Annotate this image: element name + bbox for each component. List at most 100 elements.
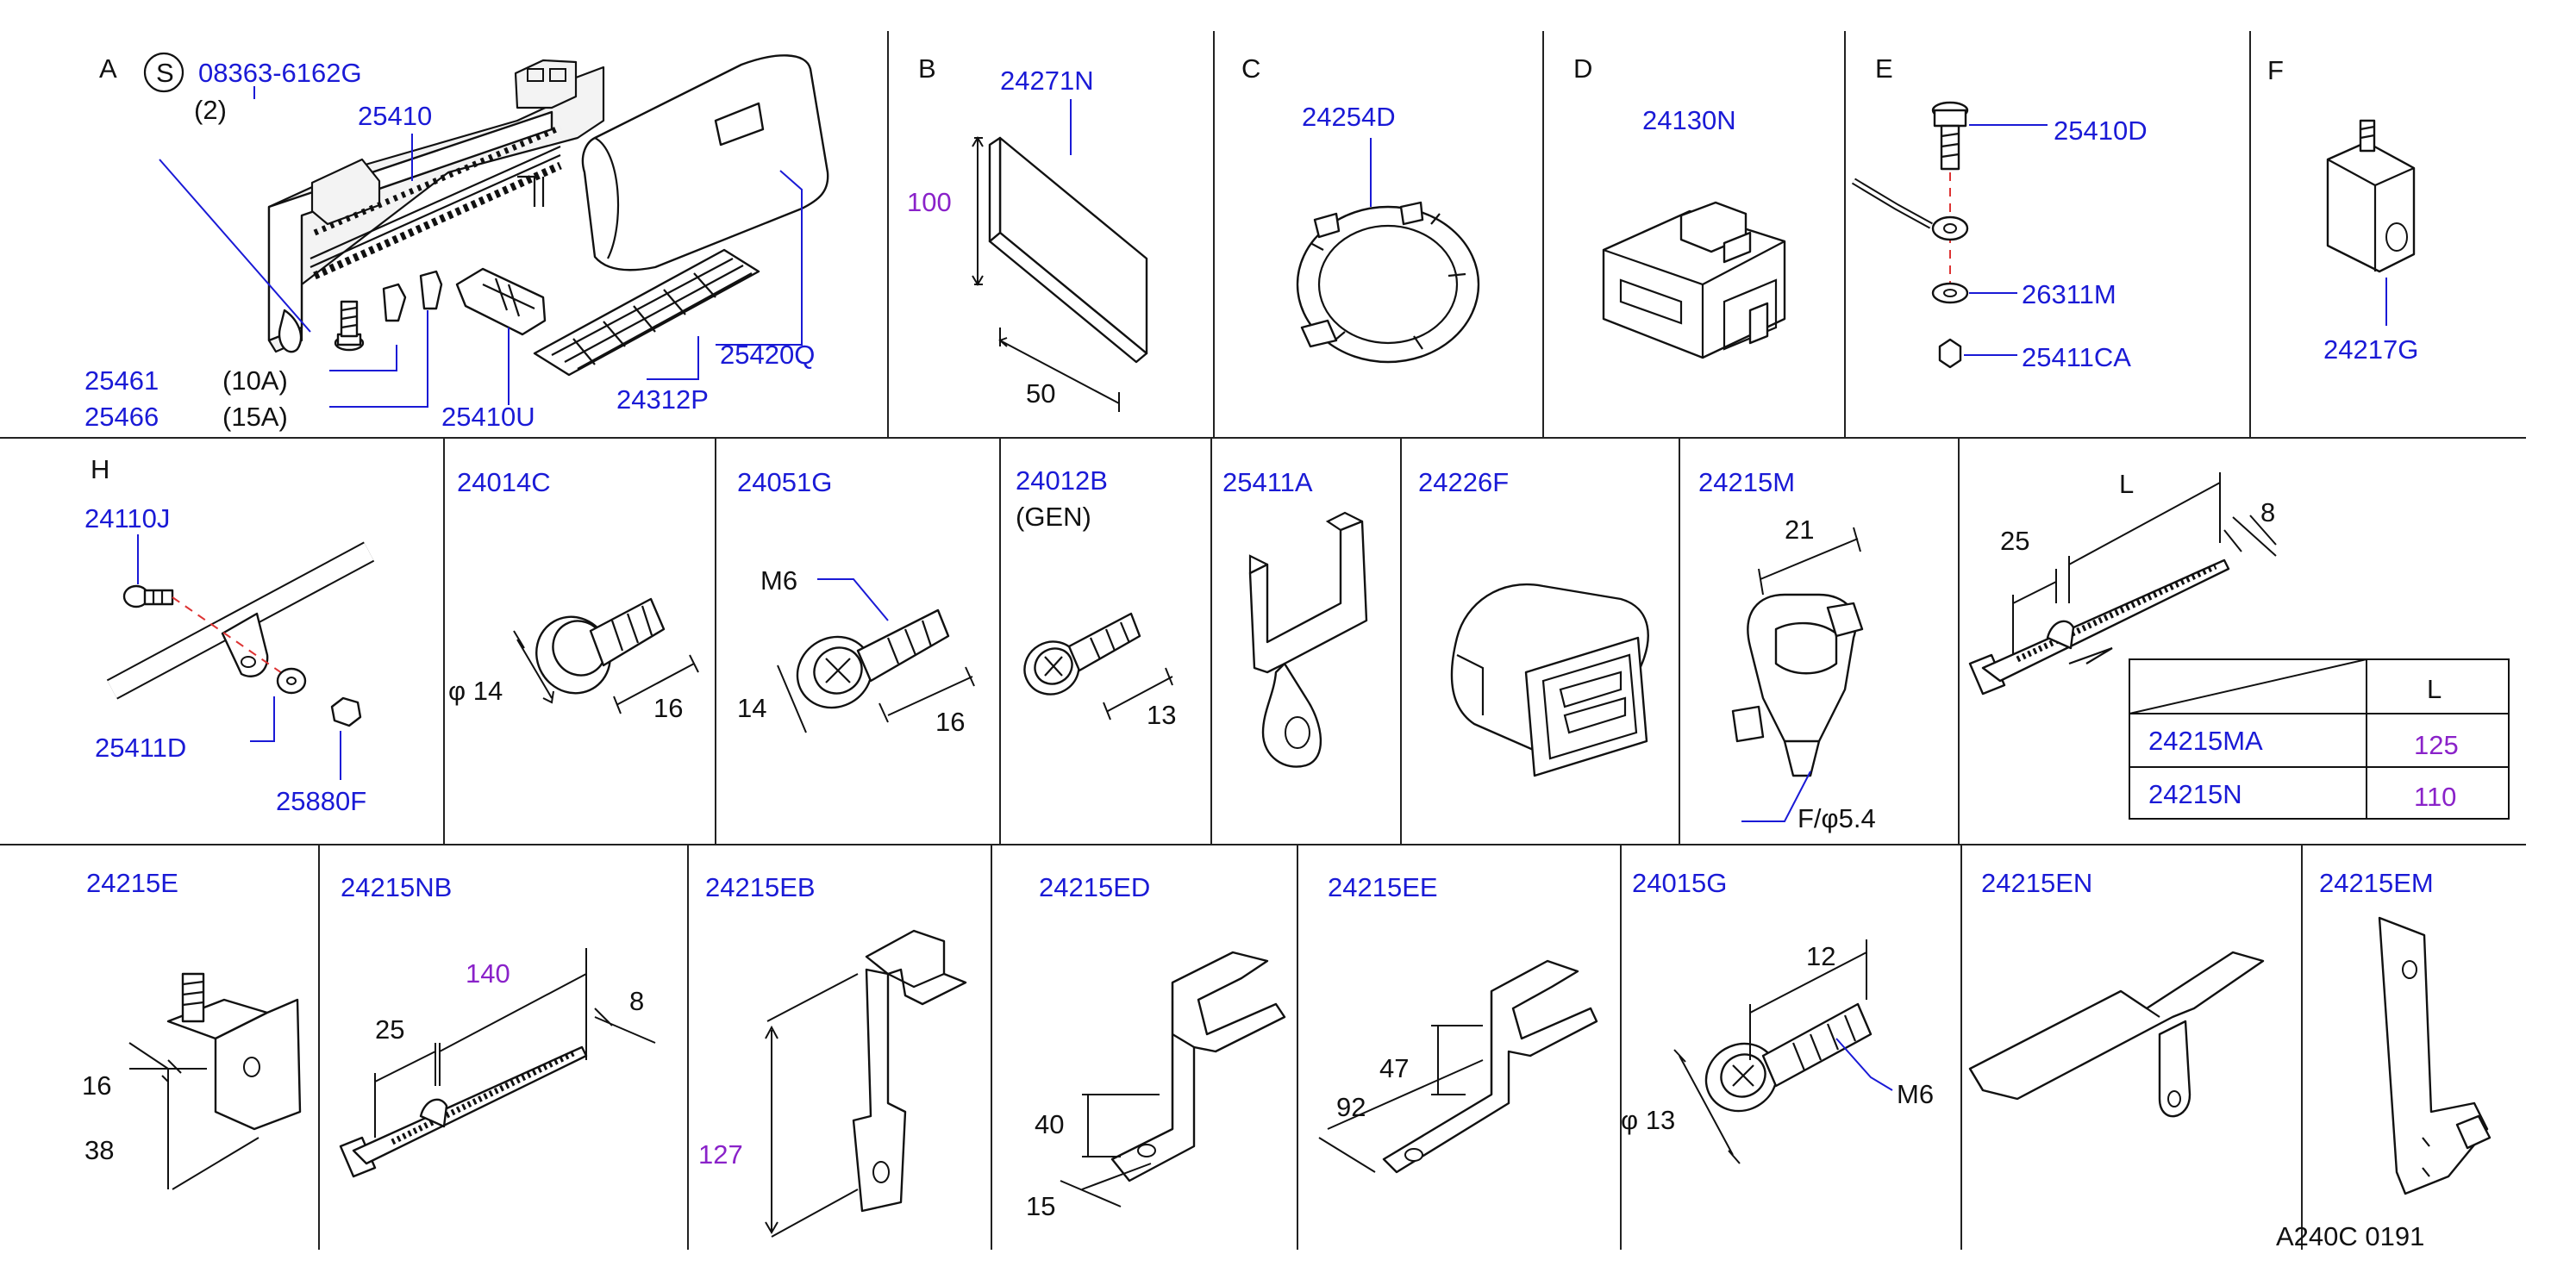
dim-phi13: φ 13 (1621, 1105, 1675, 1135)
part-25461: 25461 (84, 365, 159, 396)
section-letter-e: E (1875, 53, 1893, 84)
part-24215EN: 24215EN (1981, 868, 2092, 898)
section-24226F: 24226F (1418, 467, 1649, 777)
bracket-24215EB-drawing (852, 929, 967, 1213)
grommet-ring-drawing (1296, 201, 1480, 364)
dim-8-24215NB: 8 (629, 986, 644, 1016)
s-circle-icon (143, 52, 184, 93)
part-24254D: 24254D (1302, 102, 1396, 132)
part-25411D: 25411D (95, 733, 186, 763)
connector-24226F-drawing (1450, 583, 1649, 777)
dim-16-24215E: 16 (82, 1070, 111, 1101)
table-header-L: L (2427, 674, 2442, 704)
section-letter-h: H (91, 454, 109, 484)
part-24226F: 24226F (1418, 467, 1509, 497)
table-row1-L: 125 (2414, 730, 2459, 760)
part-24215M: 24215M (1698, 467, 1795, 497)
section-24215EB: 24215EB 127 (698, 872, 967, 1238)
grid-lines (0, 31, 2526, 1250)
bolt-24051G-drawing (796, 608, 950, 709)
part-24312P: 24312P (616, 384, 709, 415)
bracket-24215E-drawing (166, 972, 302, 1131)
section-24215ED: 24215ED 40 15 (1026, 872, 1286, 1221)
length-table: L 24215MA 125 24215N 110 (2129, 658, 2510, 820)
fuse-lid-drawing (581, 54, 829, 271)
bracket-24215ED-drawing (1110, 951, 1286, 1182)
section-24215M: 24215M 21 F/φ5.4 (1698, 467, 1876, 833)
section-f: F 24217G (2267, 55, 2418, 365)
part-24215E: 24215E (86, 868, 178, 898)
dim-8-tie: 8 (2260, 497, 2275, 527)
section-25411A: 25411A (1222, 467, 1368, 768)
clip-24215M-drawing (1731, 593, 1864, 777)
connector-d-drawing (1602, 201, 1786, 359)
bolt-e-drawing (1851, 101, 1969, 369)
part-25466: 25466 (84, 402, 159, 432)
s-symbol: S (156, 58, 174, 88)
dim-127: 127 (698, 1139, 743, 1170)
section-24215EM: 24215EM (2319, 868, 2492, 1195)
section-24215EN: 24215EN (1968, 868, 2265, 1118)
part-25411A: 25411A (1222, 467, 1313, 497)
dim-100: 100 (907, 187, 952, 217)
dim-13-24012B: 13 (1147, 700, 1176, 730)
section-24215NB: 24215NB 140 25 8 (339, 872, 656, 1178)
table-row2-L: 110 (2414, 782, 2456, 812)
section-h: H 24110J 25411D 25880F (84, 454, 375, 816)
part-25410D: 25410D (2054, 115, 2148, 146)
part-24215EM: 24215EM (2319, 868, 2434, 898)
part-24051G: 24051G (737, 467, 832, 497)
section-24014C: 24014C φ 14 16 (448, 467, 699, 723)
section-24215EE: 24215EE 47 92 (1318, 872, 1598, 1174)
part-24215NB: 24215NB (341, 872, 452, 902)
amp-15a: (15A) (222, 402, 288, 432)
dim-47: 47 (1379, 1053, 1409, 1083)
cable-tie-drawing (1968, 558, 2230, 696)
thread-m6-24051G: M6 (760, 565, 797, 596)
bracket-24215EN-drawing (1968, 951, 2265, 1118)
cable-tie-24215NB-drawing (339, 1045, 588, 1178)
section-letter-b: B (918, 53, 936, 84)
dim-14-24051G: 14 (737, 693, 766, 723)
section-c: C 24254D (1241, 53, 1480, 364)
part-25411CA: 25411CA (2022, 342, 2131, 372)
section-24015G: 24015G 12 φ 13 M6 (1621, 868, 1934, 1164)
part-24215EB: 24215EB (705, 872, 816, 902)
note-f-phi54: F/φ5.4 (1798, 803, 1876, 833)
amp-10a: (10A) (222, 365, 288, 396)
section-24012B: 24012B (GEN) 13 (1016, 465, 1176, 730)
part-25410U: 25410U (441, 402, 535, 432)
section-d: D 24130N (1573, 53, 1786, 359)
clip-f-drawing (2326, 119, 2416, 273)
qty-label: (2) (194, 95, 227, 125)
section-b: B 24271N 100 50 (907, 53, 1148, 412)
part-24217G: 24217G (2323, 334, 2418, 365)
dim-25-tie: 25 (2000, 526, 2029, 556)
part-24271N: 24271N (1000, 66, 1094, 96)
note-gen: (GEN) (1016, 502, 1091, 532)
dim-21: 21 (1785, 515, 1814, 545)
dim-40: 40 (1035, 1109, 1064, 1139)
bolt-24015G-drawing (1704, 1002, 1873, 1113)
pad-drawing (988, 136, 1148, 364)
terminal-25411A-drawing (1248, 511, 1368, 768)
ground-wire-h-drawing (106, 541, 375, 727)
section-letter-f: F (2267, 55, 2284, 85)
section-24215E: 24215E 16 38 (82, 868, 302, 1190)
dim-L: L (2119, 469, 2134, 499)
dim-140: 140 (466, 958, 510, 989)
pin-24014C-drawing (535, 597, 666, 695)
table-row1-part: 24215MA (2148, 726, 2263, 756)
part-24215EE: 24215EE (1328, 872, 1438, 902)
section-letter-c: C (1241, 53, 1260, 84)
part-24014C: 24014C (457, 467, 551, 497)
section-a: A S 08363-6162G (2) 25410 25461 25466 (1… (84, 52, 829, 432)
section-letter-a: A (99, 53, 117, 84)
dim-38-24215E: 38 (84, 1135, 114, 1165)
bracket-24215EE-drawing (1382, 959, 1598, 1174)
dim-50: 50 (1026, 378, 1055, 409)
part-24012B: 24012B (1016, 465, 1108, 496)
part-26311M: 26311M (2022, 279, 2116, 309)
dim-16-24051G: 16 (935, 707, 965, 737)
dim-16-24014C: 16 (653, 693, 683, 723)
